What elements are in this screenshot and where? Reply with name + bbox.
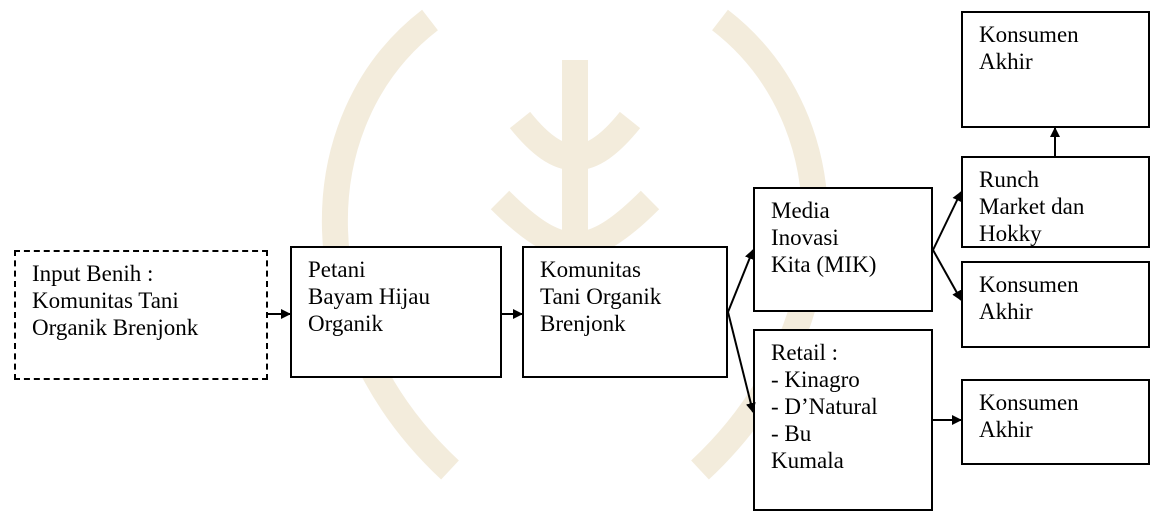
retail-box: Retail : - Kinagro - D’Natural - Bu Kuma… <box>753 329 933 511</box>
input-benih-box: Input Benih : Komunitas Tani Organik Bre… <box>14 250 268 380</box>
runch-box: Runch Market dan Hokky <box>961 156 1150 248</box>
konsumen-akhir-mid-box: Konsumen Akhir <box>961 261 1150 348</box>
petani-box: Petani Bayam Hijau Organik <box>290 246 502 378</box>
arrow-komunitas-to-retail <box>727 311 756 413</box>
arrow-mik-to-runch <box>932 191 962 251</box>
konsumen-akhir-top-box: Konsumen Akhir <box>961 11 1150 128</box>
konsumen-akhir-bottom-box: Konsumen Akhir <box>961 379 1150 465</box>
komunitas-box: Komunitas Tani Organik Brenjonk <box>522 246 728 378</box>
mik-box: Media Inovasi Kita (MIK) <box>753 187 933 312</box>
arrow-mik-to-konsumen-mid <box>932 249 962 301</box>
arrow-komunitas-to-mik <box>727 249 755 313</box>
